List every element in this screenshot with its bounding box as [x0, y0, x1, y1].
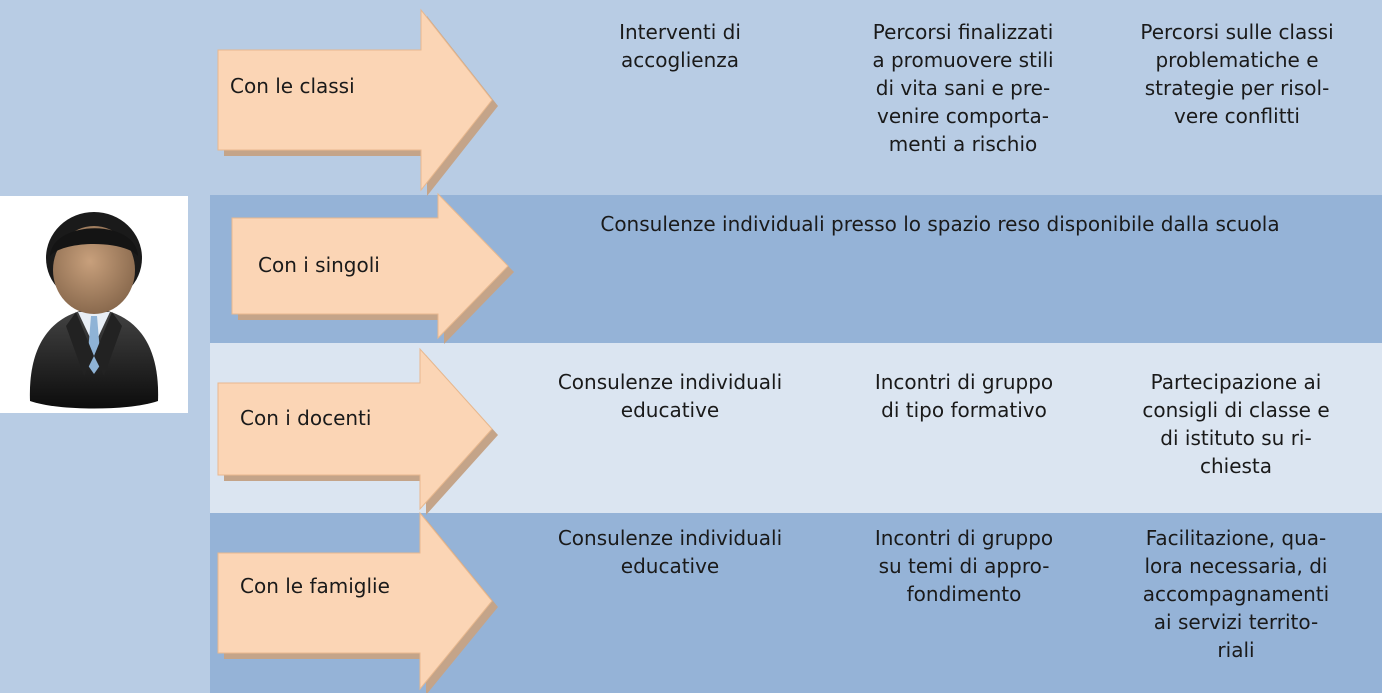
row-item: Incontri di gruppo di tipo formativo	[874, 370, 1054, 422]
arrow-shape	[217, 347, 498, 515]
row-item: Incontri di gruppo su temi di appro- fon…	[874, 526, 1054, 606]
row-label: Con i docenti	[240, 406, 372, 430]
row-item: Consulenze individuali presso lo spazio …	[600, 212, 1280, 236]
row-label: Con le famiglie	[240, 574, 390, 598]
row-item: Partecipazione ai consigli di classe e d…	[1142, 370, 1330, 478]
person-in-suit-icon	[29, 212, 159, 409]
arrow-shape	[217, 8, 498, 196]
row-item: Interventi di accoglienza	[619, 20, 741, 72]
arrow-shape	[217, 511, 498, 693]
row-item: Percorsi finalizzati a promuovere stili …	[872, 20, 1054, 156]
row-label: Con le classi	[230, 74, 355, 98]
row-label: Con i singoli	[258, 253, 380, 277]
row-item: Consulenze individuali educative	[557, 526, 783, 578]
row-item: Percorsi sulle classi problematiche e st…	[1140, 20, 1334, 128]
row-item: Consulenze individuali educative	[557, 370, 783, 422]
arrow-shape	[231, 192, 514, 344]
row-item: Facilitazione, qua- lora necessaria, di …	[1142, 526, 1330, 662]
avatar-box	[0, 196, 188, 413]
